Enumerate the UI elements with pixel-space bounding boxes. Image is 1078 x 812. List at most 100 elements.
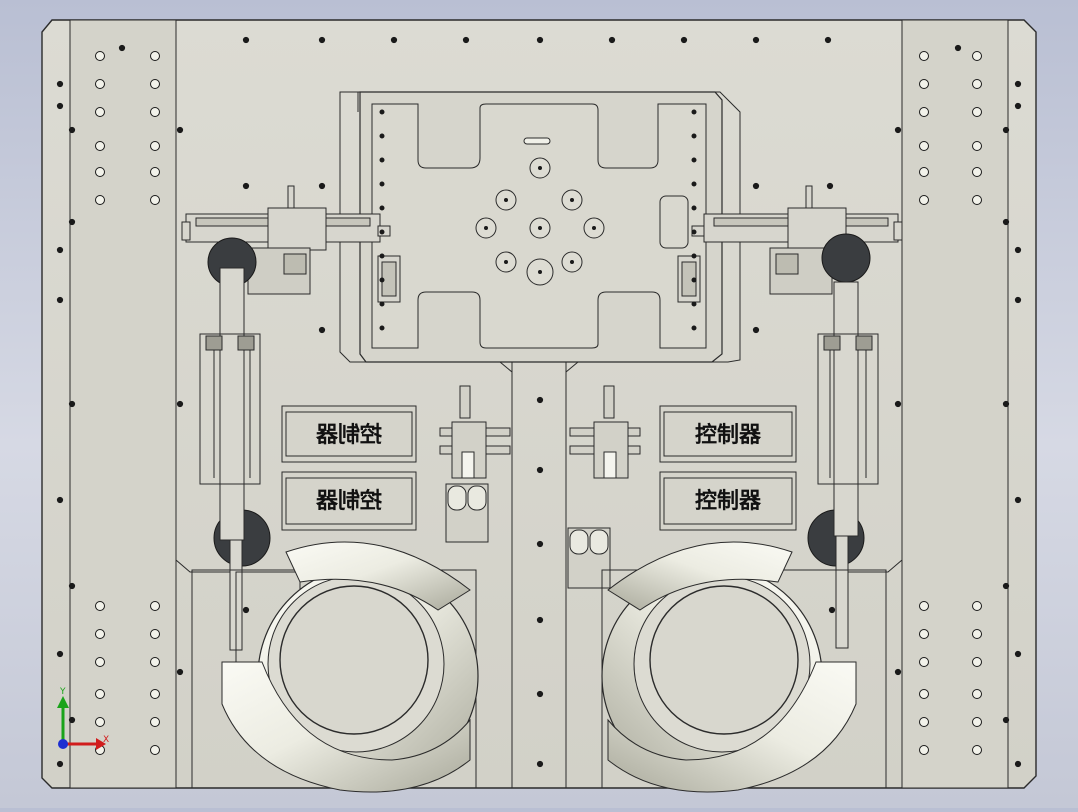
hole [150,689,160,699]
hole [68,400,76,408]
hole [56,246,64,254]
terminal-block-right[interactable] [567,385,641,589]
hole [150,601,160,611]
hole [972,51,982,61]
left-side-rail[interactable] [69,19,177,789]
hole [379,133,385,139]
small-cylinders [377,255,701,303]
hole [150,51,160,61]
hole [919,51,929,61]
hole [1002,126,1010,134]
hole [318,36,326,44]
axis-label-y: Y [59,687,66,697]
controller-box-top-right[interactable]: 控制器 [659,405,797,463]
hole [68,582,76,590]
hole [894,400,902,408]
hole [691,229,697,235]
hole [691,133,697,139]
hole [1014,80,1022,88]
hole [752,36,760,44]
hole [379,277,385,283]
hole [95,167,105,177]
hole [919,745,929,755]
hole [919,629,929,639]
controller-label-bottom-left: 控制器 [315,488,382,514]
hole [242,606,250,614]
hole [972,79,982,89]
hole [536,36,544,44]
hole [95,689,105,699]
hole [95,629,105,639]
hole [1014,650,1022,658]
hole [95,141,105,151]
hole [150,195,160,205]
ring-assembly-left[interactable] [221,541,479,793]
hole [691,205,697,211]
hole [318,326,326,334]
hole [536,690,544,698]
hole [972,107,982,117]
hole [95,79,105,89]
hole [379,157,385,163]
hole [150,167,160,177]
controller-label-top-right: 控制器 [695,422,762,448]
hole [824,36,832,44]
hole [68,126,76,134]
hole [379,301,385,307]
hole [1014,102,1022,110]
hole [1014,296,1022,304]
hole [176,400,184,408]
controller-box-top-left[interactable]: 控制器 [281,405,417,463]
hole [691,109,697,115]
hole [752,326,760,334]
hole [462,36,470,44]
hole [972,141,982,151]
hole [318,182,326,190]
feature-circle-center [538,166,542,170]
cylinder-right[interactable] [691,185,903,295]
hole [691,325,697,331]
hole [536,616,544,624]
ring-assembly-right[interactable] [601,541,857,793]
feature-circle-center [570,198,574,202]
hole [95,717,105,727]
hole [894,668,902,676]
controller-box-bottom-left[interactable]: 控制器 [281,471,417,531]
hole [379,181,385,187]
hole [150,141,160,151]
controller-box-bottom-right[interactable]: 控制器 [659,471,797,531]
hole [972,657,982,667]
hole [536,540,544,548]
hole [176,126,184,134]
hole [972,167,982,177]
hole [972,689,982,699]
hole [150,629,160,639]
hole [1002,400,1010,408]
cylinder-left[interactable] [181,185,391,295]
center-frame[interactable] [175,91,903,788]
hole [752,182,760,190]
hole [691,157,697,163]
arm-right[interactable] [817,281,879,649]
hole [972,717,982,727]
hole [68,218,76,226]
hole [536,396,544,404]
hole [972,601,982,611]
hole [919,107,929,117]
hole [379,253,385,259]
hole [691,253,697,259]
hole [56,80,64,88]
controller-label-top-left: 控制器 [315,422,382,448]
hole [242,182,250,190]
hole [919,717,929,727]
hole [972,745,982,755]
terminal-block-left[interactable] [439,385,511,543]
hole [56,296,64,304]
right-side-rail[interactable] [901,19,1009,789]
hole [56,102,64,110]
hole [68,716,76,724]
hole [894,126,902,134]
mounting-holes [56,36,1022,768]
